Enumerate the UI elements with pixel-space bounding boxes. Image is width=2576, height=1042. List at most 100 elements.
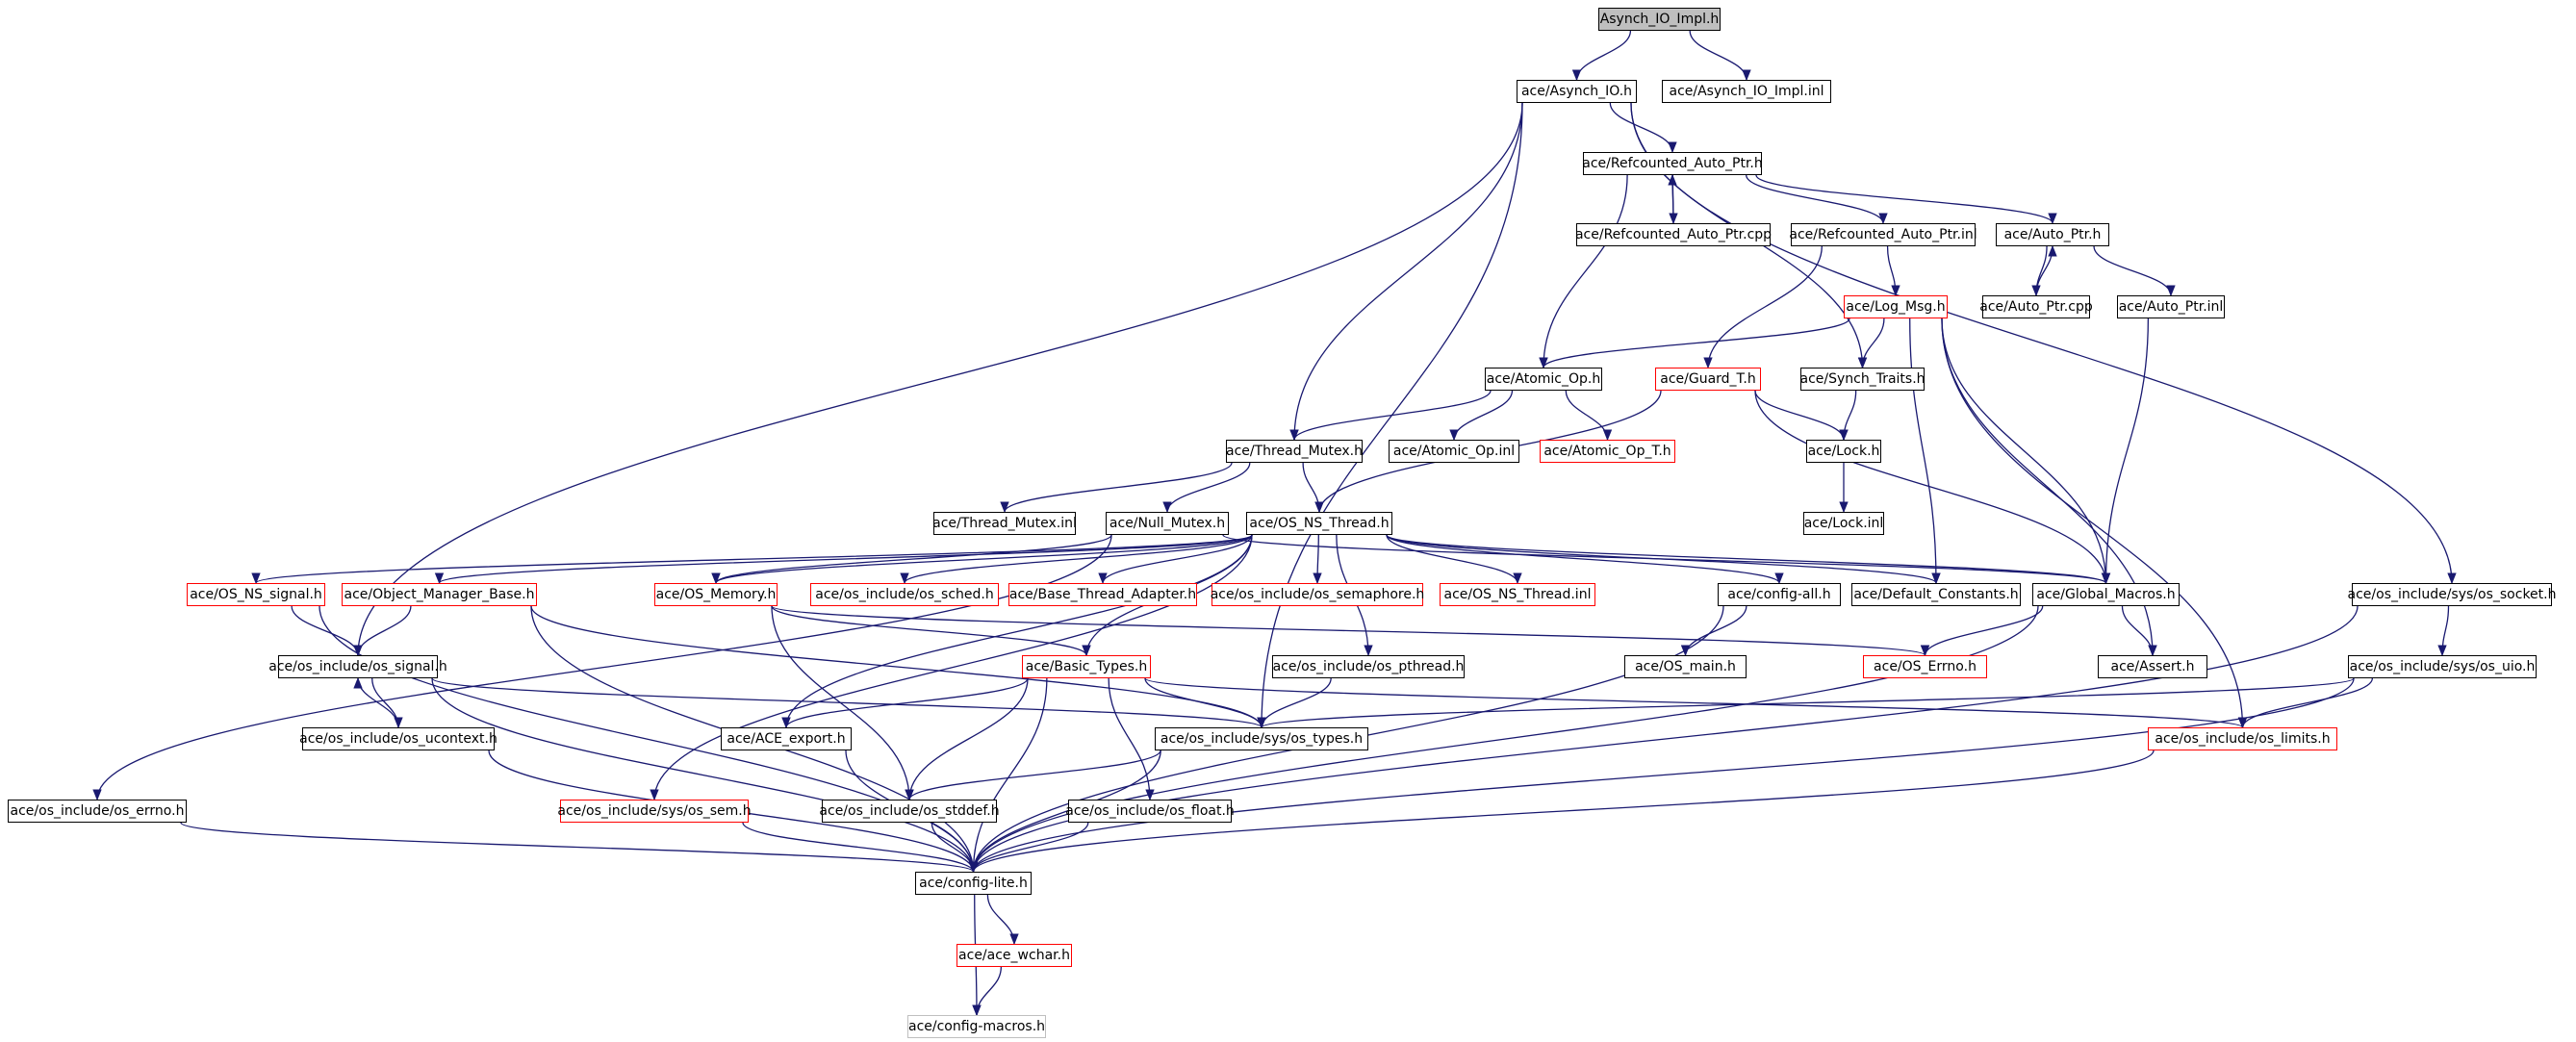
node-os-limits[interactable]: ace/os_include/os_limits.h: [2148, 727, 2337, 750]
edge-asynch-io-to-os-signal: [353, 102, 1523, 657]
node-refptr-cpp[interactable]: ace/Refcounted_Auto_Ptr.cpp: [1575, 223, 1772, 246]
edge-thread-mutex-to-null-mutex: [1162, 462, 1251, 514]
edge-refptr-h-to-atomic-h: [1539, 174, 1628, 369]
node-asynch-impl-inl[interactable]: ace/Asynch_IO_Impl.inl: [1662, 80, 1831, 103]
edge-guard-t-to-global-macros: [1754, 390, 2111, 585]
edge-os-ns-thread-to-global-macros: [1386, 534, 2110, 585]
edge-autoptr-cpp-to-autoptr-h: [2035, 244, 2057, 296]
edge-os-ns-thread-to-os-ns-thread-inl: [1386, 534, 1522, 585]
edge-os-socket-to-config-lite: [968, 605, 2359, 874]
edge-os-memory-to-os-errno-cap: [771, 605, 1929, 657]
node-atomic-t[interactable]: ace/Atomic_Op_T.h: [1540, 440, 1675, 463]
node-os-stddef[interactable]: ace/os_include/os_stddef.h: [819, 800, 1000, 823]
edge-os-ns-thread-to-os-ns-signal: [251, 534, 1253, 585]
edge-refptr-h-to-refptr-inl: [1746, 174, 1888, 225]
node-config-all[interactable]: ace/config-all.h: [1718, 583, 1841, 606]
node-os-sem[interactable]: ace/os_include/sys/os_sem.h: [557, 800, 752, 823]
edge-os-float-to-config-lite: [968, 822, 1089, 874]
edge-os-limits-to-config-lite: [969, 750, 2155, 874]
edge-os-errno-to-config-lite: [180, 822, 978, 874]
edge-refptr-h-to-autoptr-h: [1755, 174, 2057, 225]
edge-null-mutex-to-os-memory: [711, 534, 1112, 585]
node-ace-wchar[interactable]: ace/ace_wchar.h: [956, 944, 1072, 967]
node-autoptr-h[interactable]: ace/Auto_Ptr.h: [1996, 223, 2109, 246]
edge-asynch-io-to-os-socket: [1630, 102, 2457, 585]
edge-ace-wchar-to-config-macros: [972, 966, 1002, 1017]
edge-autoptr-h-to-autoptr-inl: [2093, 245, 2176, 297]
node-autoptr-inl[interactable]: ace/Auto_Ptr.inl: [2117, 295, 2225, 318]
edge-guard-t-to-lock-h: [1754, 390, 1849, 442]
edge-logmsg-to-global-macros: [1941, 318, 2111, 585]
node-os-sched[interactable]: ace/os_include/os_sched.h: [810, 583, 999, 606]
node-os-pthread[interactable]: ace/os_include/os_pthread.h: [1272, 655, 1465, 678]
edge-obj-mgr-base-to-os-types: [530, 605, 1266, 729]
node-refptr-inl[interactable]: ace/Refcounted_Auto_Ptr.inl: [1789, 223, 1977, 246]
edge-null-mutex-to-os-errno: [92, 534, 1112, 801]
node-lock-inl[interactable]: ace/Lock.inl: [1803, 512, 1884, 535]
node-os-ns-thread-inl[interactable]: ace/OS_NS_Thread.inl: [1440, 583, 1595, 606]
edge-os-ns-thread-to-base-thread-adapter: [1098, 534, 1253, 585]
node-thread-mutex[interactable]: ace/Thread_Mutex.h: [1226, 440, 1363, 463]
node-ace-export[interactable]: ace/ACE_export.h: [721, 727, 852, 750]
node-logmsg[interactable]: ace/Log_Msg.h: [1844, 295, 1948, 318]
edge-obj-mgr-base-to-os-signal: [353, 605, 412, 657]
node-os-types[interactable]: ace/os_include/sys/os_types.h: [1155, 727, 1368, 750]
edge-config-lite-to-ace-wchar: [986, 894, 1019, 946]
node-obj-mgr-base[interactable]: ace/Object_Manager_Base.h: [342, 583, 537, 606]
node-os-uio[interactable]: ace/os_include/sys/os_uio.h: [2348, 655, 2537, 678]
edge-os-ns-thread-to-obj-mgr-base: [435, 534, 1253, 585]
edge-root-to-asynch-io: [1571, 30, 1632, 82]
node-atomic-inl[interactable]: ace/Atomic_Op.inl: [1389, 440, 1519, 463]
node-basic-types[interactable]: ace/Basic_Types.h: [1022, 655, 1151, 678]
node-os-socket[interactable]: ace/os_include/sys/os_socket.h: [2348, 583, 2556, 606]
edge-logmsg-to-synch-traits: [1857, 318, 1885, 369]
node-default-constants[interactable]: ace/Default_Constants.h: [1851, 583, 2021, 606]
edge-os-signal-to-os-ucontext: [371, 677, 403, 729]
node-config-macros[interactable]: ace/config-macros.h: [907, 1015, 1046, 1038]
node-os-ucontext[interactable]: ace/os_include/os_ucontext.h: [299, 727, 497, 750]
node-guard-t[interactable]: ace/Guard_T.h: [1655, 368, 1761, 391]
edge-os-types-to-os-stddef: [905, 750, 1161, 801]
edge-os-sem-to-config-lite: [742, 822, 979, 874]
node-os-signal[interactable]: ace/os_include/os_signal.h: [268, 655, 447, 678]
node-os-main[interactable]: ace/OS_main.h: [1624, 655, 1747, 678]
edge-logmsg-to-atomic-h: [1539, 318, 1850, 369]
edge-os-ns-thread-to-default-constants: [1386, 534, 1941, 585]
node-atomic-h[interactable]: ace/Atomic_Op.h: [1485, 368, 1602, 391]
edge-basic-types-to-os-stddef: [905, 677, 1029, 801]
edge-thread-mutex-to-os-ns-thread: [1302, 462, 1324, 514]
node-os-errno[interactable]: ace/os_include/os_errno.h: [8, 800, 187, 823]
edge-logmsg-to-default-constants: [1909, 318, 1941, 585]
node-thread-mutex-inl[interactable]: ace/Thread_Mutex.inl: [932, 512, 1077, 535]
node-os-ns-thread[interactable]: ace/OS_NS_Thread.h: [1246, 512, 1392, 535]
edge-basic-types-to-os-float: [1108, 677, 1155, 801]
node-os-errno-cap[interactable]: ace/OS_Errno.h: [1863, 655, 1987, 678]
node-synch-traits[interactable]: ace/Synch_Traits.h: [1799, 368, 1926, 391]
edge-logmsg-to-os-limits: [1941, 318, 2248, 729]
node-refptr-h[interactable]: ace/Refcounted_Auto_Ptr.h: [1582, 152, 1763, 175]
node-lock-h[interactable]: ace/Lock.h: [1806, 440, 1881, 463]
edge-os-uio-to-os-limits: [2237, 677, 2374, 729]
node-config-lite[interactable]: ace/config-lite.h: [915, 872, 1032, 895]
node-os-memory[interactable]: ace/OS_Memory.h: [654, 583, 778, 606]
edge-os-ucontext-to-os-signal: [353, 676, 399, 728]
edge-basic-types-to-config-lite: [968, 677, 1048, 874]
node-os-ns-signal[interactable]: ace/OS_NS_signal.h: [187, 583, 325, 606]
node-assert-h[interactable]: ace/Assert.h: [2098, 655, 2207, 678]
node-asynch-io[interactable]: ace/Asynch_IO.h: [1517, 80, 1637, 103]
edge-refptr-cpp-to-refptr-h: [1668, 173, 1677, 224]
node-base-thread-adapter[interactable]: ace/Base_Thread_Adapter.h: [1008, 583, 1197, 606]
edge-atomic-h-to-atomic-inl: [1449, 390, 1514, 442]
node-null-mutex[interactable]: ace/Null_Mutex.h: [1106, 512, 1229, 535]
edge-os-socket-to-os-uio: [2437, 605, 2450, 657]
node-os-float[interactable]: ace/os_include/os_float.h: [1065, 800, 1235, 823]
node-autoptr-cpp[interactable]: ace/Auto_Ptr.cpp: [1979, 295, 2093, 318]
edge-os-types-to-config-lite: [968, 750, 1161, 874]
edge-atomic-h-to-atomic-t: [1565, 390, 1613, 442]
node-global-macros[interactable]: ace/Global_Macros.h: [2032, 583, 2180, 606]
edge-os-ns-thread-to-ace-export: [781, 534, 1253, 729]
edge-os-ns-thread-to-os-sem: [650, 534, 1253, 801]
edge-os-signal-to-os-types: [431, 677, 1266, 729]
node-os-semaphore[interactable]: ace/os_include/os_semaphore.h: [1211, 583, 1424, 606]
